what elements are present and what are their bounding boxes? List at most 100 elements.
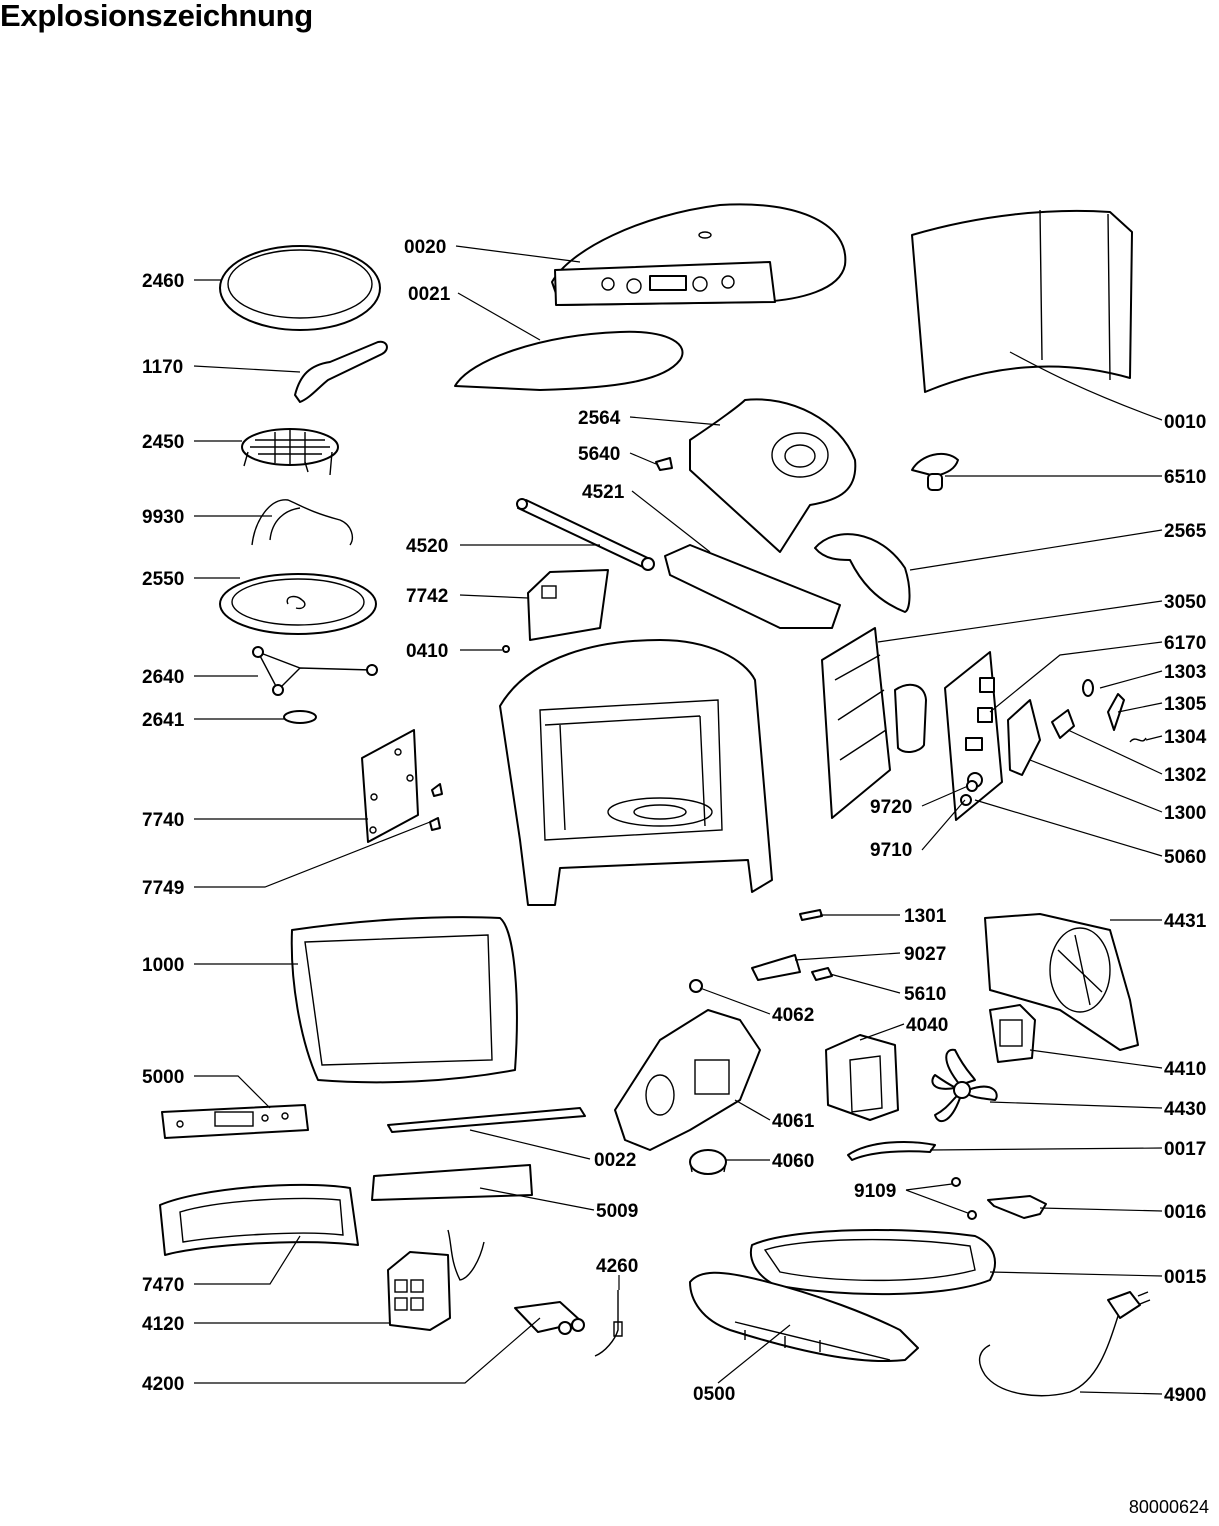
part-1304-spring [1129,737,1147,743]
part-0017-strip [847,1141,936,1161]
callout-2640: 2640 [142,667,184,688]
callout-labels: 0020 2460 0021 1170 0010 2564 2450 5640 … [142,237,1207,1406]
part-4260-sensor [594,1290,623,1357]
callout-0500: 0500 [693,1384,735,1405]
part-1303-spacer [1082,679,1094,697]
callout-2564: 2564 [578,408,621,429]
part-4520-heater-rod [516,498,655,571]
callout-6170: 6170 [1164,633,1206,654]
part-0021-cover-plate [454,330,684,391]
callout-2550: 2550 [142,569,184,590]
callout-7470: 7470 [142,1275,184,1296]
part-5009-strip [371,1164,533,1201]
callout-0021: 0021 [408,284,451,305]
callout-1303: 1303 [1164,662,1206,683]
callout-4520: 4520 [406,536,448,557]
part-4060-motor [689,1149,727,1175]
callout-4521: 4521 [582,482,625,503]
part-1302-latch [1051,709,1075,739]
part-4120-transformer [387,1229,485,1331]
part-7470-door-frame [159,1183,359,1256]
part-2450-grill-rack [241,428,339,476]
callout-9720: 9720 [870,797,912,818]
callout-2641: 2641 [142,710,185,731]
callout-5640: 5640 [578,444,620,465]
callout-0020: 0020 [404,237,446,258]
callout-4062: 4062 [772,1005,814,1026]
callout-9109: 9109 [854,1181,896,1202]
callout-4260: 4260 [596,1256,638,1277]
part-4431-fan-housing [984,913,1139,1051]
callout-1300: 1300 [1164,803,1206,824]
callout-4200: 4200 [142,1374,184,1395]
callout-6510: 6510 [1164,467,1206,488]
callout-0015: 0015 [1164,1267,1207,1288]
part-4900-power-cord [978,1291,1151,1397]
callout-5009: 5009 [596,1201,638,1222]
page-title: Explosionszeichnung [0,0,313,33]
part-1301-spring [799,909,823,921]
part-1000-door [290,916,518,1084]
callout-7742: 7742 [406,586,448,607]
callout-4061: 4061 [772,1111,815,1132]
callout-2450: 2450 [142,432,184,453]
part-2641-coupler [283,710,317,724]
part-4521-reflector [664,544,841,629]
part-1305-lever [1107,693,1125,731]
callout-3050: 3050 [1164,592,1206,613]
part-0015-base-tray [750,1228,996,1296]
part-2640-roller-support [252,646,378,696]
part-9720-screw [966,780,978,792]
part-4410-fan-motor [989,1004,1036,1063]
part-9109-screw-b [967,1210,977,1220]
part-5610-fuse [811,967,833,981]
part-6170-switch-board [944,651,1003,821]
callout-1301: 1301 [904,906,947,927]
part-2564-waveguide-cover [689,398,857,553]
callout-4040: 4040 [906,1015,948,1036]
callout-4431: 4431 [1164,911,1207,932]
callout-4060: 4060 [772,1151,814,1172]
part-7740-cover-plate [361,729,419,843]
callout-1302: 1302 [1164,765,1206,786]
part-0410-screw [502,645,510,653]
callout-1304: 1304 [1164,727,1207,748]
part-4040-transformer [825,1034,899,1121]
callout-1305: 1305 [1164,694,1207,715]
part-4062-screw [689,979,703,993]
callout-9027: 9027 [904,944,946,965]
callout-4410: 4410 [1164,1059,1206,1080]
callout-4430: 4430 [1164,1099,1206,1120]
leader-lines [193,245,1163,1395]
part-0022-strip [387,1107,586,1133]
callout-9710: 9710 [870,840,912,861]
document-number: 80000624 [1128,1497,1209,1517]
callout-4900: 4900 [1164,1385,1206,1406]
part-3050-bracket [821,627,927,819]
part-4200-capacitor [514,1301,585,1335]
callout-4120: 4120 [142,1314,184,1335]
part-0500-front-trim [689,1271,919,1363]
part-0020-top-cover [551,203,847,306]
part-9027-bracket [751,954,801,981]
oven-cavity-frame [499,639,773,906]
part-6510-lamp [911,452,959,491]
callout-2460: 2460 [142,271,184,292]
callout-2565: 2565 [1164,521,1207,542]
part-9930-wire-stand [251,499,353,546]
part-0016-hinge [987,1195,1047,1219]
callout-0017: 0017 [1164,1139,1206,1160]
part-1170-handle [294,340,388,403]
part-0010-outer-wrapper [911,209,1133,393]
part-4430-fan-blade [931,1048,998,1123]
callout-9930: 9930 [142,507,184,528]
part-5000-control-panel [161,1104,309,1139]
callout-0022: 0022 [594,1150,636,1171]
callout-0016: 0016 [1164,1202,1206,1223]
part-5640-clip [655,457,673,471]
callout-5060: 5060 [1164,847,1206,868]
callout-7749: 7749 [142,878,184,899]
part-1300-latch-plate [1007,699,1041,776]
callout-5610: 5610 [904,984,946,1005]
callout-1000: 1000 [142,955,184,976]
